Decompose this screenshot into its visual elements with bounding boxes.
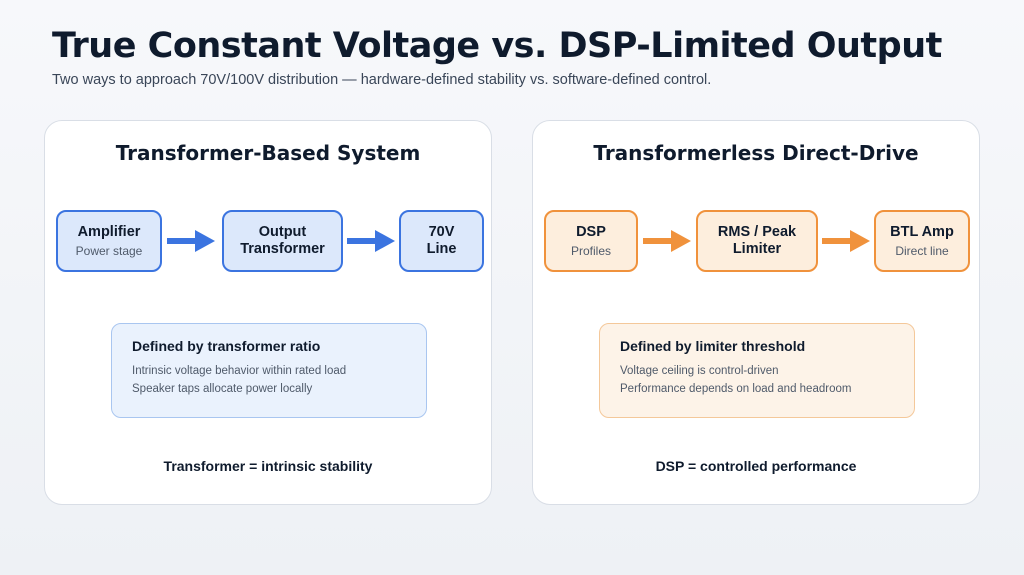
node-sublabel: Profiles <box>570 244 611 258</box>
info-line: Speaker taps allocate power locally <box>132 383 313 395</box>
line-70v-node: 70V Line <box>399 210 484 272</box>
arrow-right-icon <box>347 230 395 252</box>
limiter-info-box: Defined by limiter threshold Voltage cei… <box>599 323 915 418</box>
direct-drive-panel: Transformerless Direct-Drive DSP Profile… <box>532 120 980 505</box>
node-label: DSP <box>576 223 606 240</box>
node-label: 70V Line <box>426 223 457 257</box>
panel-title: Transformerless Direct-Drive <box>593 141 919 165</box>
arrow-right-icon <box>167 230 215 252</box>
transformer-info-box: Defined by transformer ratio Intrinsic v… <box>111 323 427 418</box>
info-heading: Defined by limiter threshold <box>620 338 806 354</box>
arrow-right-icon <box>822 230 870 252</box>
node-label: Amplifier <box>77 223 141 240</box>
node-label: BTL Amp <box>890 223 954 240</box>
info-line: Intrinsic voltage behavior within rated … <box>132 365 347 377</box>
page-subtitle: Two ways to approach 70V/100V distributi… <box>52 72 712 88</box>
transformer-panel: Transformer-Based System Amplifier Power… <box>44 120 492 505</box>
info-heading: Defined by transformer ratio <box>132 338 321 354</box>
output-transformer-node: Output Transformer <box>222 210 343 272</box>
node-label: Output Transformer <box>240 223 325 257</box>
node-label: RMS / Peak Limiter <box>717 223 797 257</box>
panel-footer: Transformer = intrinsic stability <box>163 458 373 474</box>
info-line: Voltage ceiling is control-driven <box>620 365 779 377</box>
panel-title: Transformer-Based System <box>115 141 421 165</box>
btl-amp-node: BTL Amp Direct line <box>874 210 970 272</box>
info-line: Performance depends on load and headroom <box>620 383 852 395</box>
amplifier-node: Amplifier Power stage <box>56 210 162 272</box>
node-sublabel: Direct line <box>895 244 949 258</box>
arrow-right-icon <box>643 230 691 252</box>
dsp-node: DSP Profiles <box>544 210 638 272</box>
panel-footer: DSP = controlled performance <box>655 458 857 474</box>
limiter-node: RMS / Peak Limiter <box>696 210 818 272</box>
page-title: True Constant Voltage vs. DSP-Limited Ou… <box>52 26 942 66</box>
node-sublabel: Power stage <box>75 244 143 258</box>
